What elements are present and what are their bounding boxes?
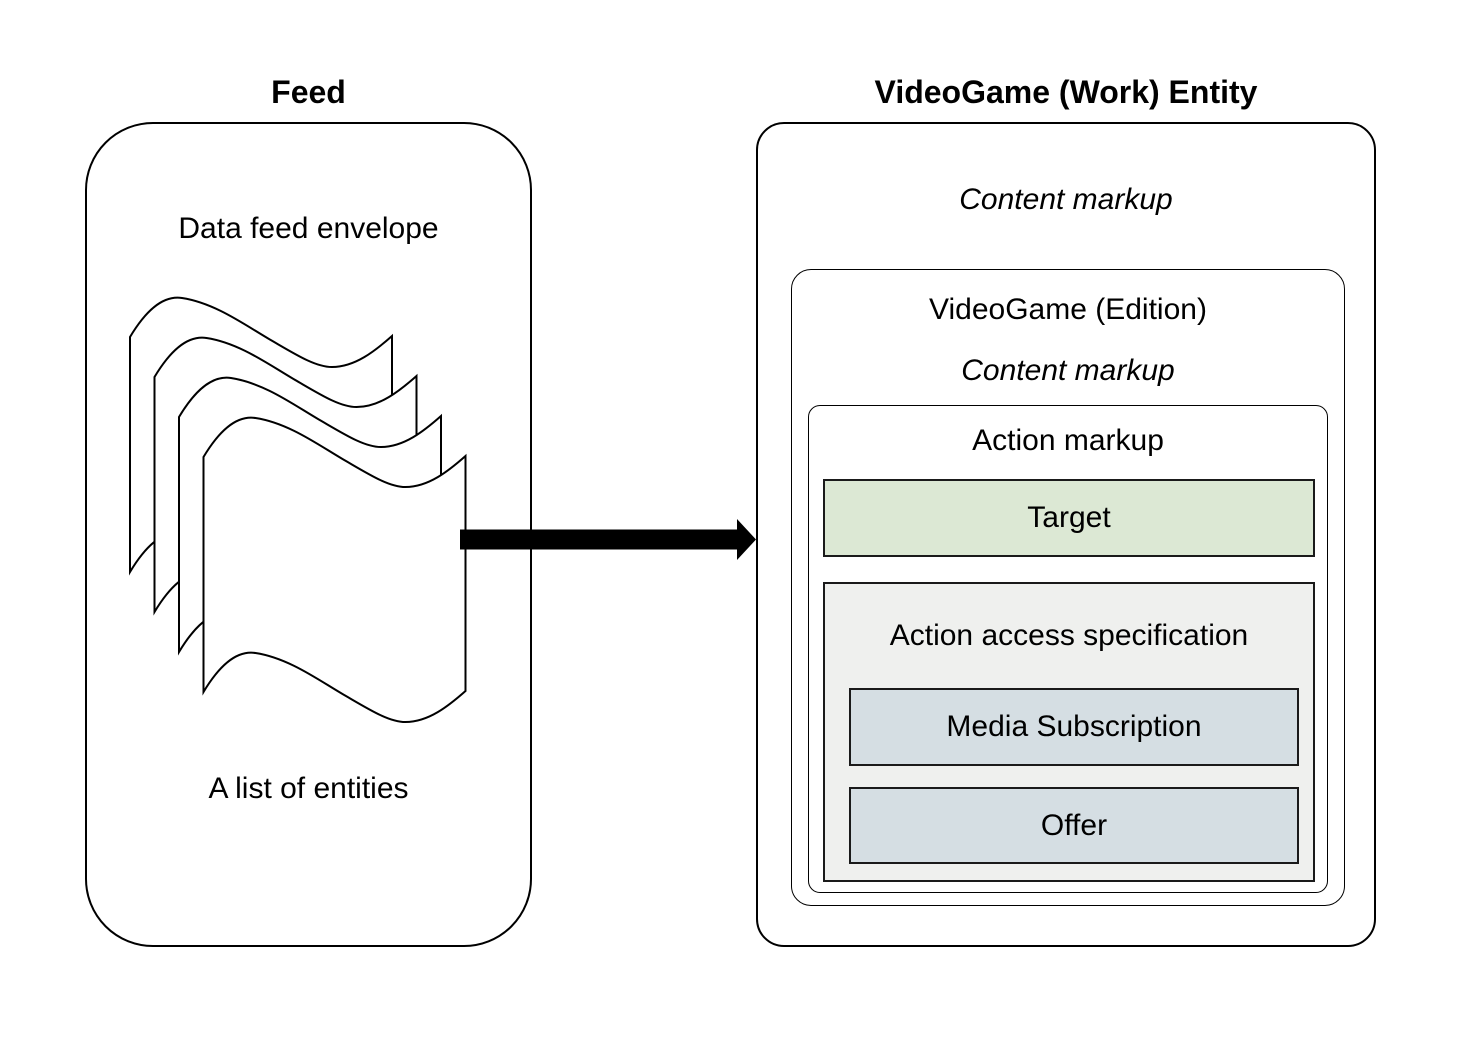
action-markup-label: Action markup — [972, 424, 1164, 457]
videogame-edition-box: VideoGame (Edition) Content markup Actio… — [791, 269, 1345, 906]
offer-box: Offer — [849, 787, 1299, 864]
action-access-specification-label: Action access specification — [889, 619, 1249, 652]
list-of-entities-label: A list of entities — [208, 772, 409, 805]
offer-label: Offer — [1040, 808, 1108, 842]
action-markup-box: Action markup Target Action access speci… — [808, 405, 1328, 893]
document-stack-icon — [129, 296, 467, 724]
feed-envelope-box: Data feed envelope A list of entities — [85, 122, 532, 947]
videogame-edition-label: VideoGame (Edition) — [929, 293, 1207, 326]
videogame-work-entity-box: Content markup VideoGame (Edition) Conte… — [756, 122, 1376, 947]
arrow-right-icon — [460, 519, 756, 560]
media-subscription-box: Media Subscription — [849, 688, 1299, 766]
edition-content-markup-label: Content markup — [961, 354, 1175, 387]
content-markup-label: Content markup — [959, 183, 1173, 216]
data-feed-envelope-label: Data feed envelope — [178, 212, 439, 245]
media-subscription-label: Media Subscription — [946, 710, 1202, 743]
document-page-icon — [202, 416, 467, 724]
target-box: Target — [823, 479, 1315, 557]
feed-title: Feed — [271, 74, 346, 110]
action-access-specification-box: Action access specification Media Subscr… — [823, 582, 1315, 882]
videogame-work-entity-title: VideoGame (Work) Entity — [874, 74, 1258, 110]
target-label: Target — [1027, 501, 1111, 534]
